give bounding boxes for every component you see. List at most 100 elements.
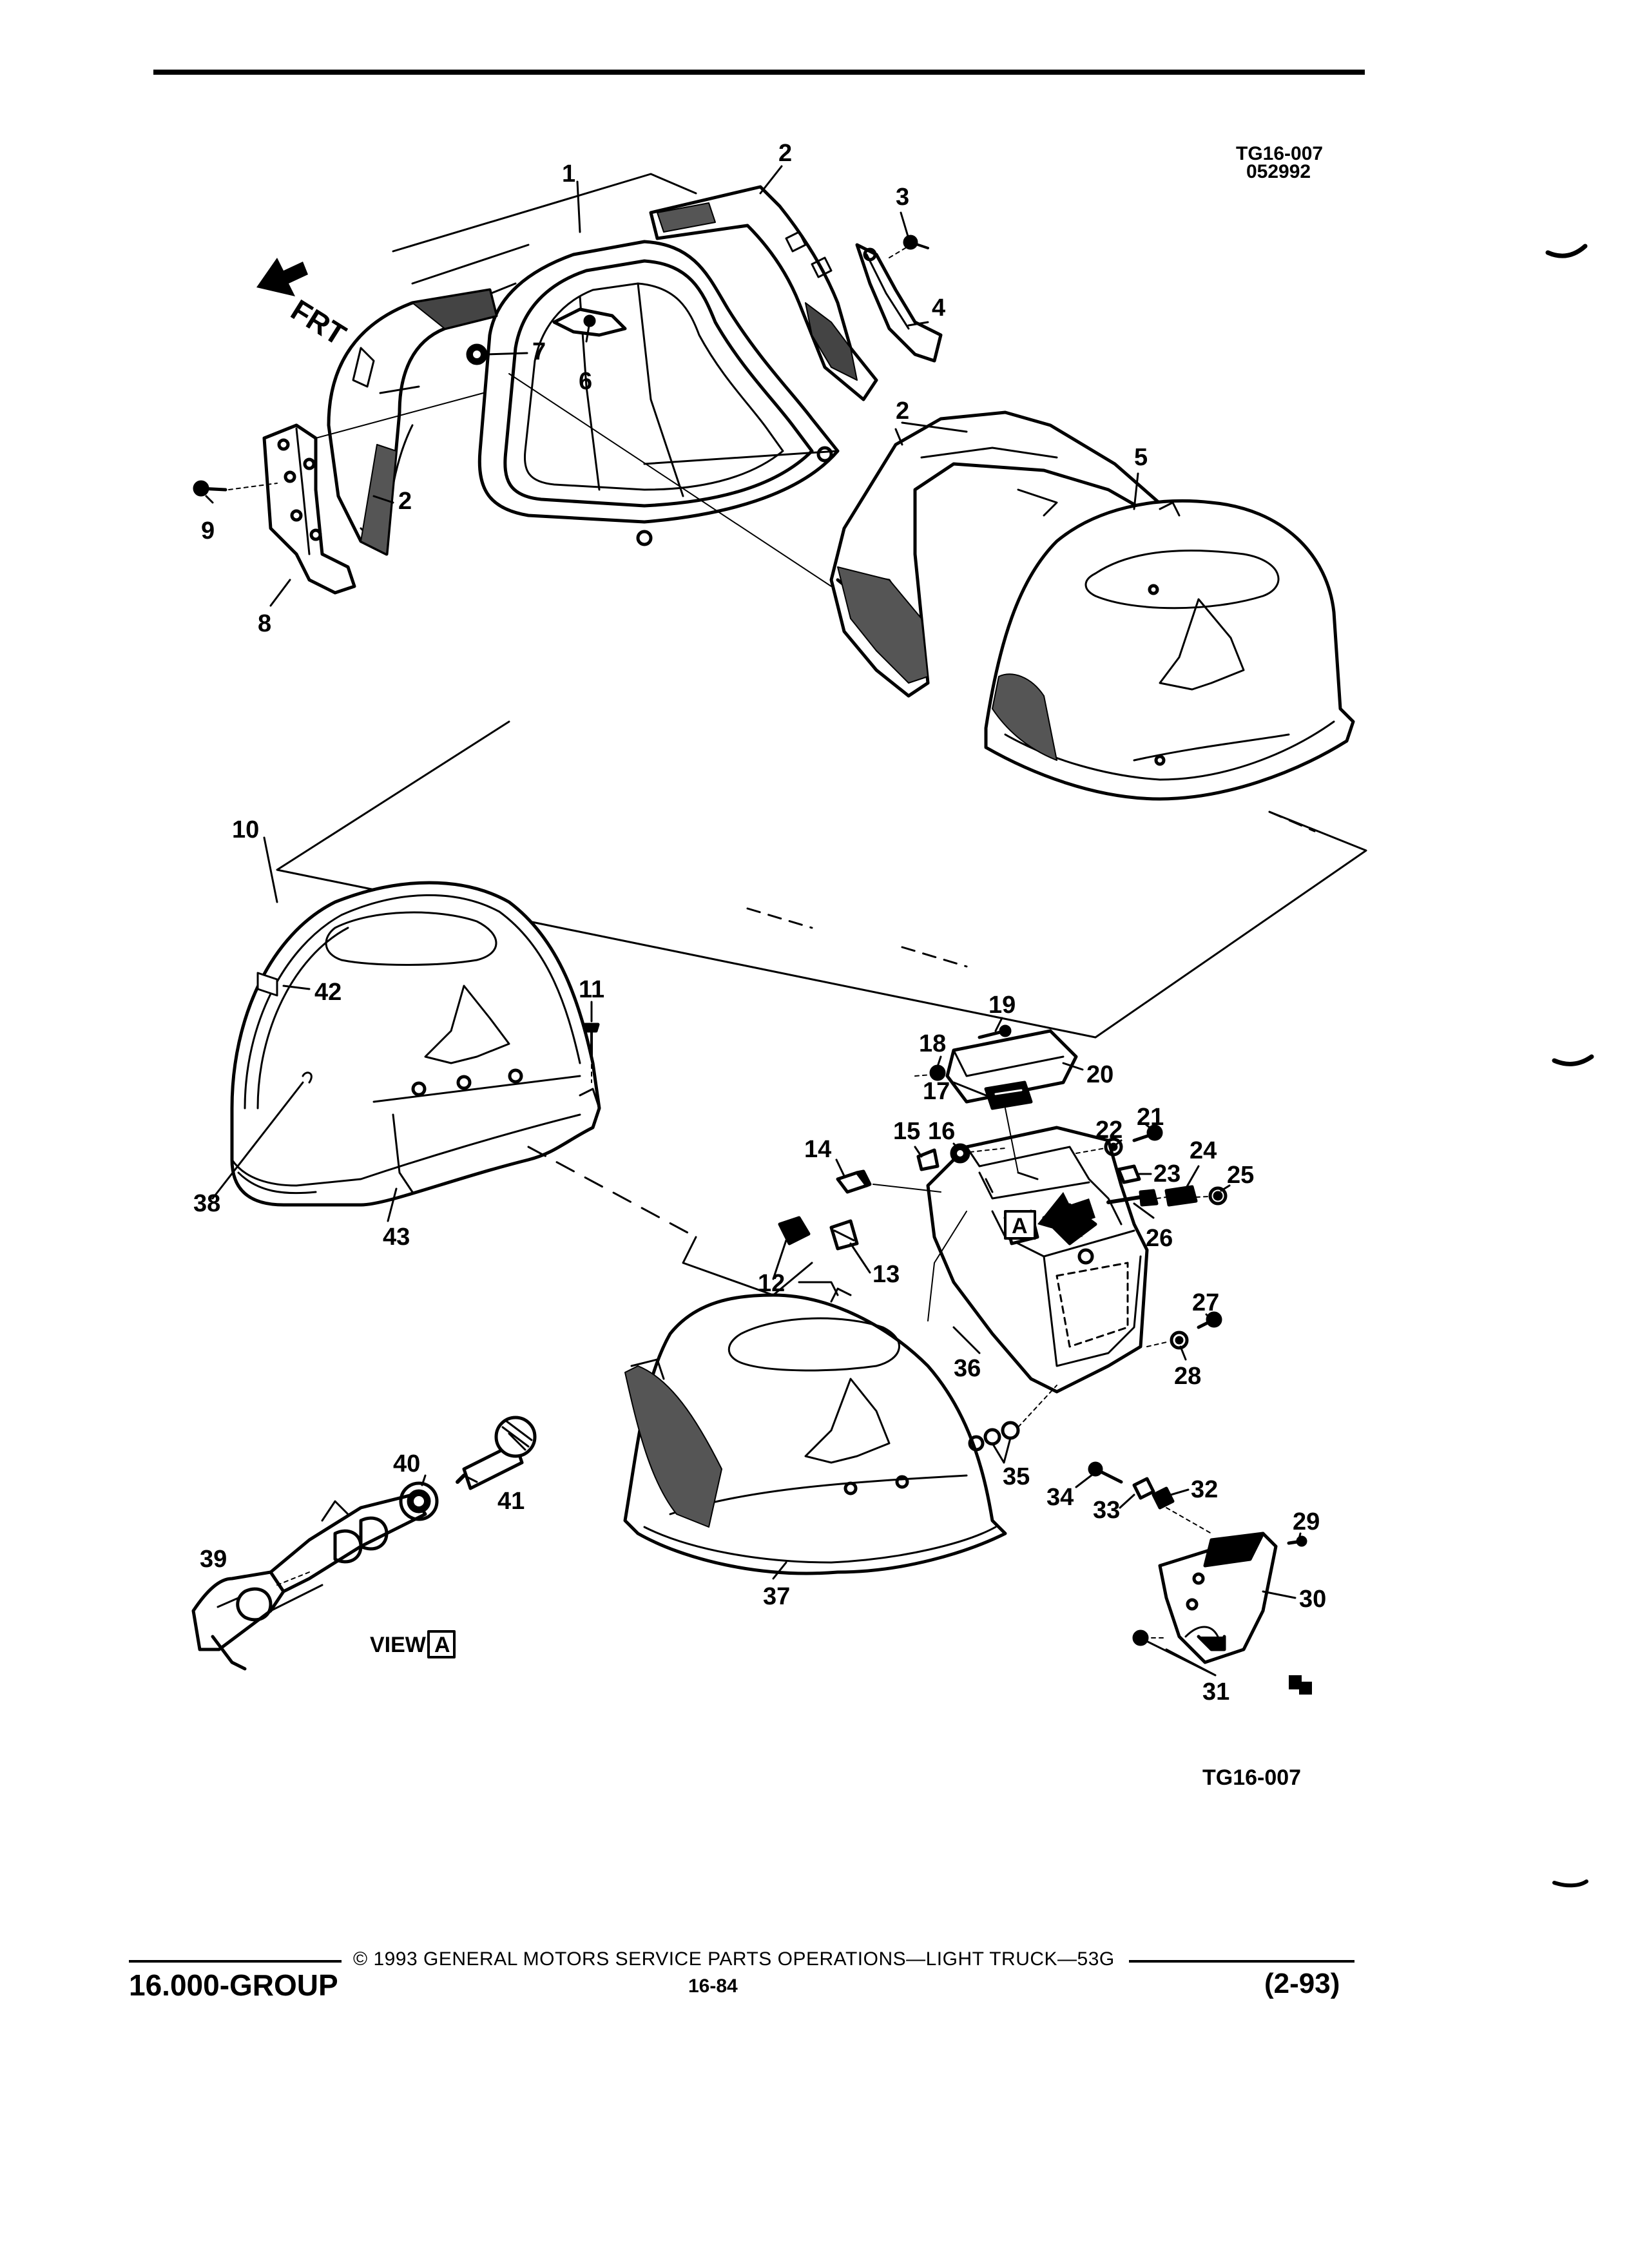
front-label: FRT bbox=[285, 293, 352, 351]
footer-rule-left bbox=[129, 1960, 342, 1963]
callout-9: 9 bbox=[201, 517, 215, 544]
footer-copyright: © 1993 GENERAL MOTORS SERVICE PARTS OPER… bbox=[353, 1948, 1115, 1970]
callout-35: 35 bbox=[1003, 1463, 1030, 1490]
callout-2: 2 bbox=[778, 140, 792, 167]
screw-27 bbox=[1197, 1311, 1222, 1329]
liner-segment-rear bbox=[829, 410, 1168, 698]
nut-33 bbox=[1132, 1477, 1155, 1500]
top-rule bbox=[153, 70, 1365, 75]
screw-3 bbox=[903, 235, 929, 250]
callout-24: 24 bbox=[1190, 1137, 1217, 1164]
callout-8: 8 bbox=[258, 610, 271, 637]
nut-25 bbox=[1208, 1186, 1228, 1206]
callout-28: 28 bbox=[1174, 1363, 1201, 1390]
fasteners-31 bbox=[1132, 1629, 1167, 1646]
callout-27: 27 bbox=[1192, 1289, 1219, 1316]
logo-mark-icon bbox=[1289, 1675, 1312, 1695]
screw-11 bbox=[583, 1023, 600, 1083]
callout-10: 10 bbox=[232, 816, 259, 843]
figure-code-bottom: TG16-007 bbox=[1202, 1765, 1302, 1790]
callout-4: 4 bbox=[932, 294, 945, 322]
nut-16 bbox=[950, 1143, 970, 1164]
callout-25: 25 bbox=[1227, 1162, 1254, 1189]
housing-view-letter: A bbox=[1012, 1214, 1028, 1238]
figure-date: 052992 bbox=[1246, 161, 1311, 182]
spacer-24 bbox=[1164, 1185, 1198, 1207]
liner-segment-top bbox=[649, 185, 878, 401]
footer-group: 16.000-GROUP bbox=[129, 1968, 338, 2002]
nut-7 bbox=[466, 343, 488, 365]
callout-2b: 2 bbox=[896, 398, 909, 425]
callout-38: 38 bbox=[193, 1190, 220, 1217]
callout-5: 5 bbox=[1134, 444, 1148, 471]
callout-32: 32 bbox=[1191, 1476, 1218, 1503]
figure-code: TG16-007 bbox=[1236, 143, 1324, 164]
callout-labels: 1 2 3 4 2 5 6 7 8 9 2 10 11 12 13 14 15 … bbox=[193, 140, 1326, 1706]
view-label: VIEW bbox=[370, 1633, 427, 1657]
view-a-box bbox=[427, 1630, 456, 1658]
socket-41 bbox=[456, 1416, 537, 1490]
housing-36 bbox=[926, 1126, 1149, 1394]
callout-13: 13 bbox=[872, 1261, 900, 1288]
callout-43: 43 bbox=[383, 1224, 410, 1251]
callout-7: 7 bbox=[532, 338, 546, 365]
callout-6: 6 bbox=[579, 368, 592, 395]
callout-18: 18 bbox=[919, 1030, 946, 1057]
callout-12: 12 bbox=[758, 1270, 785, 1297]
callout-30: 30 bbox=[1299, 1586, 1326, 1613]
plug-23 bbox=[1117, 1164, 1141, 1184]
stud-26 bbox=[1106, 1189, 1159, 1207]
callout-14: 14 bbox=[804, 1136, 831, 1163]
wheelhouse-cover-5 bbox=[984, 499, 1355, 801]
wheelhouse-frame bbox=[392, 173, 840, 546]
clip-12 bbox=[778, 1216, 811, 1245]
callout-2c: 2 bbox=[398, 488, 412, 515]
view-letter: A bbox=[434, 1633, 450, 1657]
pin-29 bbox=[1287, 1535, 1307, 1547]
callout-21: 21 bbox=[1137, 1104, 1164, 1131]
callout-15: 15 bbox=[893, 1118, 920, 1145]
socket-assembly-39 bbox=[191, 1570, 323, 1671]
cover-20 bbox=[945, 1029, 1078, 1104]
housing-a-box bbox=[1004, 1210, 1036, 1240]
bracket-view-a bbox=[269, 1493, 427, 1593]
screw-21 bbox=[1132, 1124, 1163, 1142]
callout-1: 1 bbox=[562, 160, 575, 187]
inner-fender-37 bbox=[623, 1281, 1007, 1575]
footer-page-number: 16-84 bbox=[688, 1975, 738, 1997]
view-a-arrow-icon bbox=[1037, 1192, 1095, 1237]
nut-18 bbox=[929, 1064, 946, 1081]
callout-39: 39 bbox=[200, 1546, 227, 1573]
bolt-9 bbox=[193, 480, 227, 497]
callout-31: 31 bbox=[1202, 1678, 1229, 1706]
callout-19: 19 bbox=[988, 992, 1016, 1019]
washer-28 bbox=[1170, 1331, 1189, 1350]
bracket-30 bbox=[1158, 1532, 1278, 1664]
leader-lines bbox=[205, 165, 1302, 1677]
callout-17: 17 bbox=[923, 1078, 950, 1105]
liner-segment-front bbox=[327, 288, 498, 556]
callout-3: 3 bbox=[896, 184, 909, 211]
callout-26: 26 bbox=[1146, 1225, 1173, 1252]
callout-33: 33 bbox=[1093, 1497, 1120, 1524]
bracket-8 bbox=[262, 423, 356, 595]
bracket-4 bbox=[855, 243, 943, 363]
inner-cover-10 bbox=[230, 881, 601, 1207]
callout-29: 29 bbox=[1293, 1508, 1320, 1535]
callout-23: 23 bbox=[1153, 1160, 1181, 1187]
callout-40: 40 bbox=[393, 1450, 420, 1477]
callout-11: 11 bbox=[579, 976, 604, 1003]
callout-36: 36 bbox=[954, 1355, 981, 1382]
callout-22: 22 bbox=[1095, 1117, 1123, 1144]
clip-15 bbox=[916, 1148, 940, 1171]
front-direction-arrow-icon bbox=[256, 258, 308, 296]
callout-20: 20 bbox=[1086, 1061, 1113, 1088]
callout-16: 16 bbox=[928, 1118, 955, 1145]
plug-14 bbox=[836, 1169, 872, 1194]
footer-rule-right bbox=[1129, 1960, 1354, 1963]
grommet-17 bbox=[984, 1081, 1033, 1110]
clip-13 bbox=[829, 1219, 859, 1251]
callout-34: 34 bbox=[1046, 1484, 1074, 1511]
screw-34 bbox=[1088, 1461, 1123, 1484]
